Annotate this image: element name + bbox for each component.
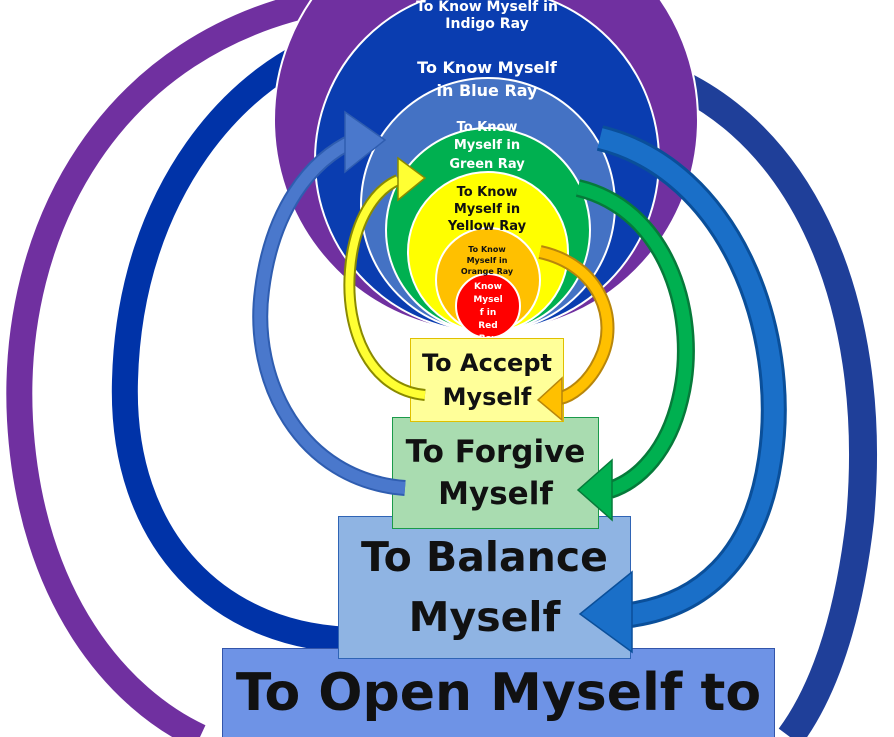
red-ray-label-3: f in bbox=[480, 308, 497, 318]
deepblue-right-arc bbox=[626, 51, 877, 737]
to-balance-myself-box: To Balance Myself bbox=[338, 516, 631, 659]
green-ray-label-1: To Know bbox=[457, 120, 518, 135]
red-ray-label-2: Mysel bbox=[473, 295, 502, 305]
purple-outer-arc bbox=[6, 0, 333, 737]
blue-ray-label-2: in Blue Ray bbox=[437, 81, 539, 100]
green-ray-label-2: Myself in bbox=[454, 138, 520, 153]
blue-ray-label-1: To Know Myself bbox=[417, 58, 558, 77]
orange-ray-arrow-head bbox=[536, 376, 563, 422]
orange-ray-label-1: To Know bbox=[468, 245, 506, 254]
to-balance-line-1: To Balance bbox=[361, 533, 608, 582]
green-ray-arrow-head bbox=[576, 458, 613, 522]
blue-ray-arrow-head bbox=[344, 110, 387, 174]
to-accept-line-2: Myself bbox=[442, 383, 532, 411]
to-balance-line-2: Myself bbox=[408, 592, 561, 641]
deepblue-left-arc bbox=[111, 27, 361, 653]
yellow-ray-label-3: Yellow Ray bbox=[447, 219, 527, 234]
to-accept-myself-box: To Accept Myself bbox=[410, 338, 564, 422]
to-forgive-myself-box: To Forgive Myself bbox=[392, 417, 599, 529]
orange-ray-label-3: Orange Ray bbox=[461, 267, 514, 276]
yellow-ray-arrow-head bbox=[397, 156, 427, 202]
yellow-ray-label-2: Myself in bbox=[454, 202, 520, 217]
to-open-myself-label: To Open Myself to bbox=[235, 663, 762, 723]
green-ray-label-3: Green Ray bbox=[449, 157, 525, 172]
yellow-ray-arrow bbox=[343, 174, 426, 401]
to-forgive-line-2: Myself bbox=[438, 476, 553, 512]
yellow-ray-label-1: To Know bbox=[457, 185, 518, 200]
orange-ray-arrow bbox=[538, 245, 615, 405]
orange-ray-label-2: Myself in bbox=[467, 256, 508, 265]
red-ray-label-4: Red bbox=[478, 321, 497, 331]
red-ray-label-1: Know bbox=[474, 282, 502, 292]
indigo-ray-label-1: To Know Myself in bbox=[416, 0, 558, 15]
to-accept-line-1: To Accept bbox=[422, 348, 552, 377]
indigo-ray-label-2: Indigo Ray bbox=[445, 16, 528, 32]
to-forgive-line-1: To Forgive bbox=[405, 433, 586, 470]
balance-ray-arrow-head bbox=[578, 570, 633, 654]
